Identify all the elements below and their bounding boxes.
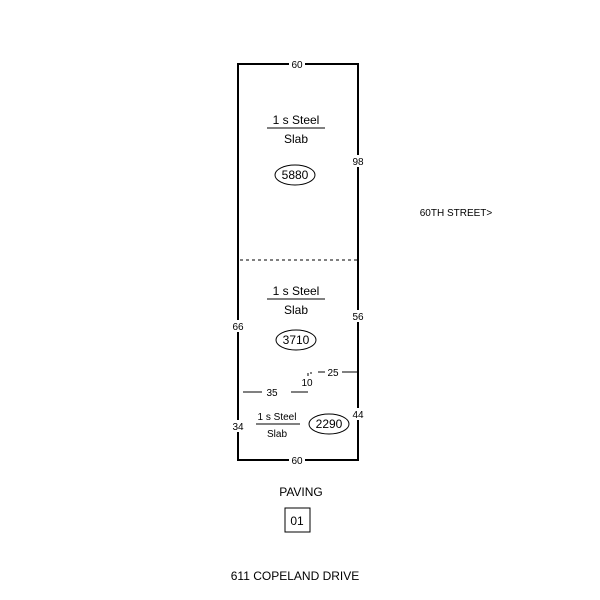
dim-right-lower: 44 [352,410,364,421]
paving-code: 01 [290,514,304,528]
paving-code-box [284,507,311,533]
dim-top: 60 [291,60,303,71]
area-label-3: 1 s Steel Slab 2290 [256,412,350,440]
area-label-2: 1 s Steel Slab 3710 [267,284,325,351]
dim-left-lower: 34 [232,422,244,433]
dim-inner-25: 25 [327,368,339,379]
street-label: 60TH STREET> [420,208,493,219]
area-3-foundation: Slab [267,429,287,440]
dim-inner-35: 35 [266,388,278,399]
area-3-sqft: 2290 [316,417,343,431]
area-1-construction: 1 s Steel [273,113,320,127]
dim-inner-10: 10 [301,378,313,389]
property-address: 611 COPELAND DRIVE [231,569,360,583]
paving-label: PAVING [279,485,323,499]
area-2-sqft: 3710 [283,333,310,347]
area-1-foundation: Slab [284,132,308,146]
area-2-sqft-ellipse [275,329,317,351]
area-3-sqft-ellipse [308,413,350,435]
area-2-foundation: Slab [284,303,308,317]
area-1-sqft-ellipse [274,164,316,186]
area-label-1: 1 s Steel Slab 5880 [267,113,325,186]
dim-right-middle: 56 [352,312,364,323]
dim-right-upper: 98 [352,157,364,168]
dim-bottom: 60 [291,456,303,467]
dim-left-main: 66 [232,322,244,333]
area-3-construction: 1 s Steel [258,412,297,423]
area-1-sqft: 5880 [282,168,309,182]
area-2-construction: 1 s Steel [273,284,320,298]
